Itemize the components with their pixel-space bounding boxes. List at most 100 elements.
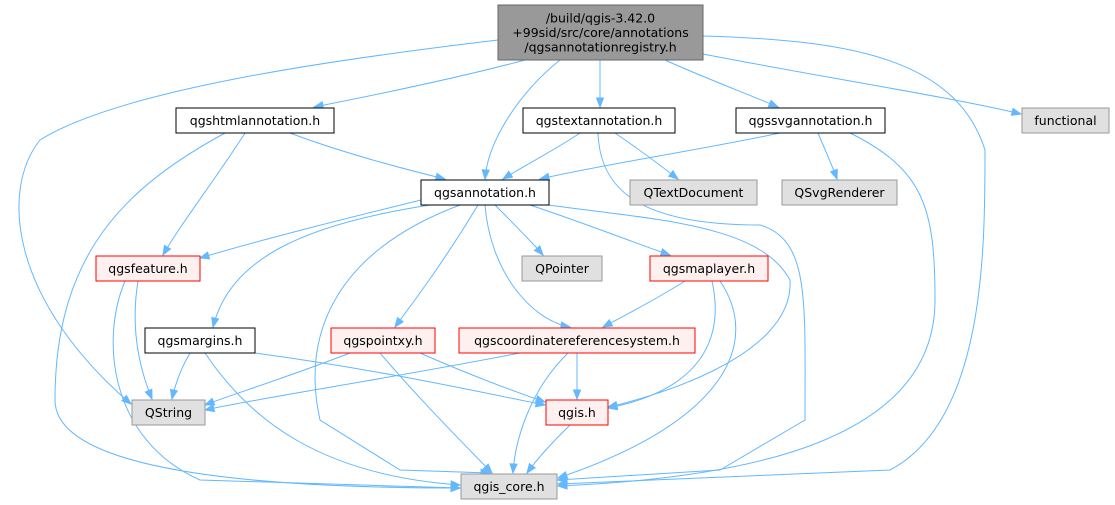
node-root[interactable]: /build/qgis-3.42.0+99sid/src/core/annota… xyxy=(497,4,704,61)
node-qgssvgannotation[interactable]: qgssvgannotation.h xyxy=(735,107,886,134)
node-box[interactable] xyxy=(629,179,758,206)
node-qgsmargins[interactable]: qgsmargins.h xyxy=(144,327,256,354)
edge-line xyxy=(254,352,546,406)
node-box[interactable] xyxy=(497,4,704,61)
node-qgis_core[interactable]: qgis_core.h xyxy=(460,473,558,500)
node-qgspointxy[interactable]: qgspointxy.h xyxy=(330,327,436,354)
arrowhead-icon xyxy=(203,403,216,413)
edge-line xyxy=(529,204,671,256)
arrowhead-icon xyxy=(595,97,605,109)
node-label: qgssvgannotation.h xyxy=(749,113,873,128)
edge-line xyxy=(204,352,521,411)
edge-line xyxy=(502,132,581,180)
edge-line xyxy=(494,204,544,256)
edge-line xyxy=(484,59,561,180)
arrowhead-icon xyxy=(572,389,582,401)
node-label: qgstextannotation.h xyxy=(536,113,663,128)
arrowhead-icon xyxy=(198,251,211,260)
edge-qgspointxy-to-qgis_core xyxy=(379,352,493,474)
node-label: qgis_core.h xyxy=(473,479,544,494)
edge-line xyxy=(614,132,679,180)
arrowhead-icon xyxy=(144,388,153,401)
node-box[interactable] xyxy=(420,179,550,206)
edge-qgshtmlannotation-to-qgsfeature xyxy=(162,132,246,257)
node-qgscrs[interactable]: qgscoordinatereferencesystem.h xyxy=(458,327,696,354)
edge-line xyxy=(212,204,431,328)
node-box[interactable] xyxy=(781,179,898,206)
node-qgsfeature[interactable]: qgsfeature.h xyxy=(95,255,201,282)
edge-qgscrs-to-qstring xyxy=(203,352,521,413)
node-qgshtmlannotation[interactable]: qgshtmlannotation.h xyxy=(175,107,335,134)
edge-qgsannotation-to-qgis xyxy=(547,204,791,410)
node-label: QSvgRenderer xyxy=(794,185,885,200)
node-label: qgscoordinatereferencesystem.h xyxy=(474,333,680,348)
edge-qgsannotation-to-qgsmargins xyxy=(211,204,431,329)
node-functional[interactable]: functional xyxy=(1021,107,1110,134)
edge-qgsmargins-to-qgis_core xyxy=(204,352,462,489)
node-box[interactable] xyxy=(175,107,335,134)
arrowhead-icon xyxy=(533,245,544,257)
arrowhead-icon xyxy=(606,401,619,411)
node-box[interactable] xyxy=(144,327,256,354)
edge-line xyxy=(204,352,461,486)
edge-qgstextannotation-to-qtextdocument xyxy=(614,132,680,180)
edge-line xyxy=(557,35,986,485)
node-label: qgsannotation.h xyxy=(434,185,536,200)
node-qgsmaplayer[interactable]: qgsmaplayer.h xyxy=(649,255,769,282)
edge-root-to-qgssvgannotation xyxy=(664,59,780,108)
edge-line xyxy=(134,280,153,400)
node-box[interactable] xyxy=(522,107,676,134)
edge-line xyxy=(607,280,716,409)
arrowhead-icon xyxy=(667,169,680,180)
node-qgsannotation[interactable]: qgsannotation.h xyxy=(420,179,550,206)
arrowhead-icon xyxy=(434,172,447,181)
node-box[interactable] xyxy=(330,327,436,354)
node-box[interactable] xyxy=(458,327,696,354)
node-box[interactable] xyxy=(131,399,206,426)
edge-qgssvgannotation-to-qgis_core xyxy=(556,132,936,490)
node-qstring[interactable]: QString xyxy=(131,399,206,426)
node-qtextdocument[interactable]: QTextDocument xyxy=(629,179,758,206)
node-box[interactable] xyxy=(545,399,609,426)
edge-qgsannotation-to-qgscrs xyxy=(484,204,572,330)
node-label: /build/qgis-3.42.0 xyxy=(546,11,655,26)
node-qpointer[interactable]: QPointer xyxy=(521,255,603,282)
edge-line xyxy=(419,352,546,403)
node-label: qgis.h xyxy=(558,405,596,420)
edge-qgsannotation-to-qgspointxy xyxy=(394,204,479,329)
edge-line xyxy=(379,352,493,474)
node-box[interactable] xyxy=(95,255,201,282)
arrowhead-icon xyxy=(481,169,490,181)
node-box[interactable] xyxy=(521,255,603,282)
edge-line xyxy=(289,132,446,180)
arrowhead-icon xyxy=(450,480,462,489)
node-label: qgspointxy.h xyxy=(343,333,422,348)
arrowhead-icon xyxy=(394,316,405,329)
arrowhead-icon xyxy=(211,316,220,329)
node-box[interactable] xyxy=(1021,107,1110,134)
node-qgstextannotation[interactable]: qgstextannotation.h xyxy=(522,107,676,134)
node-qsvgrenderer[interactable]: QSvgRenderer xyxy=(781,179,898,206)
node-box[interactable] xyxy=(460,473,558,500)
edge-line xyxy=(394,204,479,328)
edge-qgsfeature-to-qstring xyxy=(134,280,153,401)
node-label: qgshtmlannotation.h xyxy=(190,113,320,128)
edge-line xyxy=(526,424,571,474)
arrowhead-icon xyxy=(482,463,493,474)
node-qgis[interactable]: qgis.h xyxy=(545,399,609,426)
edge-qgspointxy-to-qstring xyxy=(203,352,351,406)
arrowhead-icon xyxy=(121,394,133,405)
edge-line xyxy=(557,132,806,481)
edge-qgssvgannotation-to-qgsannotation xyxy=(538,132,781,182)
arrowhead-icon xyxy=(534,394,547,403)
node-label: QTextDocument xyxy=(644,185,744,200)
node-label: qgsmargins.h xyxy=(158,333,243,348)
edge-root-to-qgstextannotation xyxy=(595,59,605,109)
arrowhead-icon xyxy=(509,463,518,475)
node-box[interactable] xyxy=(735,107,886,134)
arrowhead-icon xyxy=(601,318,614,328)
arrowhead-icon xyxy=(767,99,780,108)
arrowhead-icon xyxy=(556,470,569,479)
node-box[interactable] xyxy=(649,255,769,282)
